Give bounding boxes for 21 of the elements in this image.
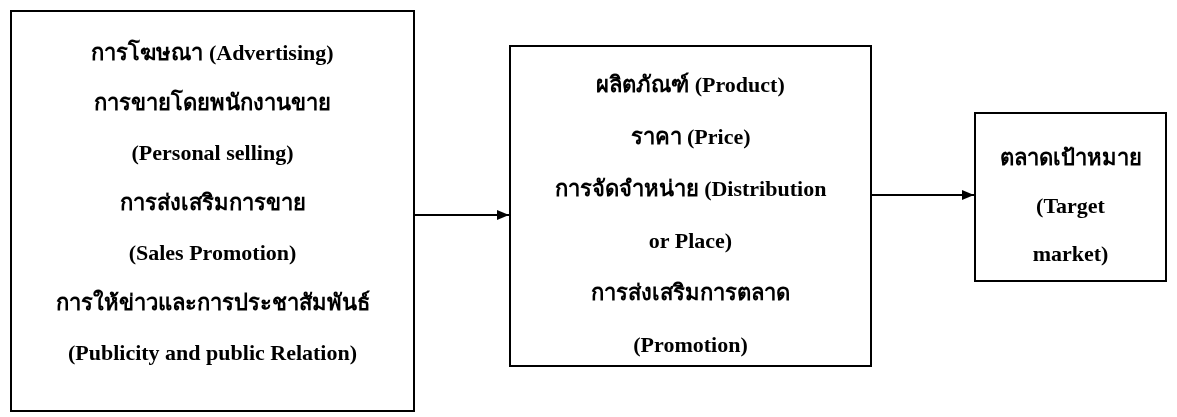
box-text: การให้ข่าวและการประชาสัมพันธ์ bbox=[55, 290, 370, 315]
box-text: การส่งเสริมการขาย bbox=[119, 190, 306, 215]
box-text: market) bbox=[1032, 241, 1109, 266]
box-text: (Target bbox=[1036, 193, 1105, 218]
box-text: ผลิตภัณฑ์ (Product) bbox=[596, 72, 785, 97]
text-box bbox=[10, 10, 415, 412]
box-text: (Publicity and public Relation) bbox=[67, 340, 358, 365]
box-text: (Promotion) bbox=[633, 332, 748, 357]
box-text: การส่งเสริมการตลาด bbox=[591, 280, 790, 305]
text-box bbox=[974, 112, 1167, 282]
box-text: (Sales Promotion) bbox=[128, 240, 297, 265]
box-text: ตลาดเป้าหมาย bbox=[999, 145, 1142, 170]
box-text: or Place) bbox=[648, 228, 733, 253]
box-text: ราคา (Price) bbox=[630, 124, 751, 149]
arrow bbox=[871, 190, 975, 200]
box-text: การโฆษณา (Advertising) bbox=[91, 40, 334, 65]
box-text: การจัดจำหน่าย (Distribution bbox=[554, 176, 827, 201]
text-box bbox=[509, 45, 872, 367]
box-text: (Personal selling) bbox=[131, 140, 294, 165]
box-text: การขายโดยพนักงานขาย bbox=[94, 90, 331, 115]
arrow bbox=[414, 210, 510, 220]
